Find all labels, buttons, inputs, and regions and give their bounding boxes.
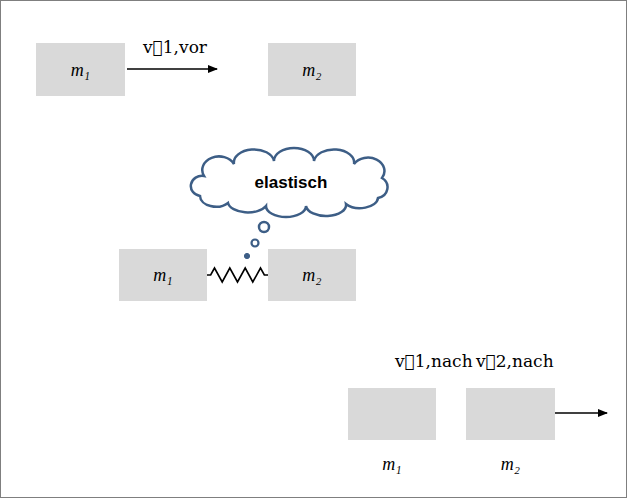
thought-bubble — [244, 253, 249, 258]
velocity-label: v⃗1,nach — [395, 351, 473, 371]
mass-label: m₁ — [71, 59, 90, 80]
velocity-arrow — [127, 68, 217, 70]
mass-block: m₂ — [268, 43, 356, 96]
thought-bubble — [252, 240, 259, 247]
spring-connector — [207, 268, 268, 282]
thought-cloud: elastisch — [182, 146, 400, 220]
thought-bubble — [259, 222, 269, 232]
mass-label: m₂ — [501, 454, 520, 475]
velocity-label: v⃗1,vor — [143, 37, 207, 57]
mass-label: m₂ — [302, 59, 321, 80]
mass-block: m₁ — [36, 43, 125, 96]
mass-block: m₁ — [348, 388, 436, 440]
cloud-label: elastisch — [255, 173, 328, 193]
mass-label: m₁ — [153, 265, 172, 286]
mass-label: m₁ — [382, 454, 401, 475]
mass-label: m₂ — [302, 265, 321, 286]
mass-block: m₂ — [466, 388, 555, 440]
mass-block: m₁ — [119, 249, 207, 301]
velocity-label: v⃗2,nach — [476, 351, 554, 371]
mass-block: m₂ — [268, 249, 356, 301]
